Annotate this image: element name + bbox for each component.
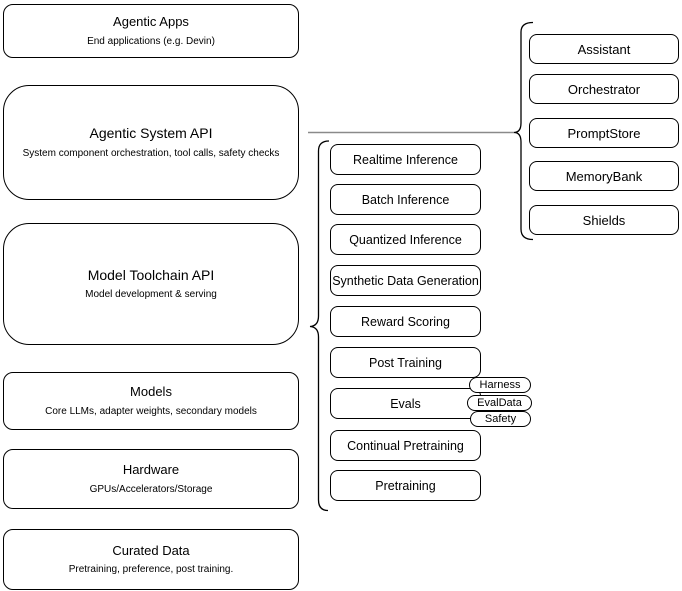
box-subtitle: Model development & serving (85, 289, 217, 301)
system-box-memorybank: MemoryBank (529, 161, 679, 191)
component-box-continual-pretraining: Continual Pretraining (330, 430, 481, 461)
eval-tag-evaldata: EvalData (467, 395, 532, 411)
box-subtitle: Core LLMs, adapter weights, secondary mo… (45, 405, 257, 417)
component-box-reward-scoring: Reward Scoring (330, 306, 481, 337)
component-box-post-training: Post Training (330, 347, 481, 378)
box-subtitle: GPUs/Accelerators/Storage (89, 483, 213, 495)
system-components-brace (513, 21, 534, 241)
layer-box-agentic-system-api: Agentic System API System component orch… (3, 85, 299, 200)
system-box-promptstore: PromptStore (529, 118, 679, 148)
component-box-pretraining: Pretraining (330, 470, 481, 501)
system-box-assistant: Assistant (529, 34, 679, 64)
box-subtitle: System component orchestration, tool cal… (22, 147, 280, 159)
box-title: Agentic System API (89, 125, 213, 142)
layer-box-models: Models Core LLMs, adapter weights, secon… (3, 372, 299, 430)
system-box-shields: Shields (529, 205, 679, 235)
layer-box-model-toolchain-api: Model Toolchain API Model development & … (3, 223, 299, 345)
system-box-orchestrator: Orchestrator (529, 74, 679, 104)
box-title: Models (130, 384, 172, 400)
eval-tag-safety: Safety (470, 411, 531, 427)
component-box-batch-inference: Batch Inference (330, 184, 481, 215)
box-title: Curated Data (112, 542, 190, 558)
box-title: Agentic Apps (113, 14, 189, 30)
box-title: Hardware (122, 462, 180, 478)
component-box-realtime-inference: Realtime Inference (330, 144, 481, 175)
component-box-quantized-inference: Quantized Inference (330, 224, 481, 255)
layer-box-hardware: Hardware GPUs/Accelerators/Storage (3, 449, 299, 509)
component-box-synthetic-data-generation: Synthetic Data Generation (330, 265, 481, 296)
eval-tag-harness: Harness (469, 377, 531, 393)
component-box-evals: Evals (330, 388, 481, 419)
box-subtitle: Pretraining, preference, post training. (68, 564, 234, 576)
box-title: Model Toolchain API (87, 266, 215, 283)
box-subtitle: End applications (e.g. Devin) (87, 35, 215, 47)
layer-box-agentic-apps: Agentic Apps End applications (e.g. Devi… (3, 4, 299, 58)
toolchain-components-brace (309, 140, 330, 512)
layer-box-curated-data: Curated Data Pretraining, preference, po… (3, 529, 299, 590)
